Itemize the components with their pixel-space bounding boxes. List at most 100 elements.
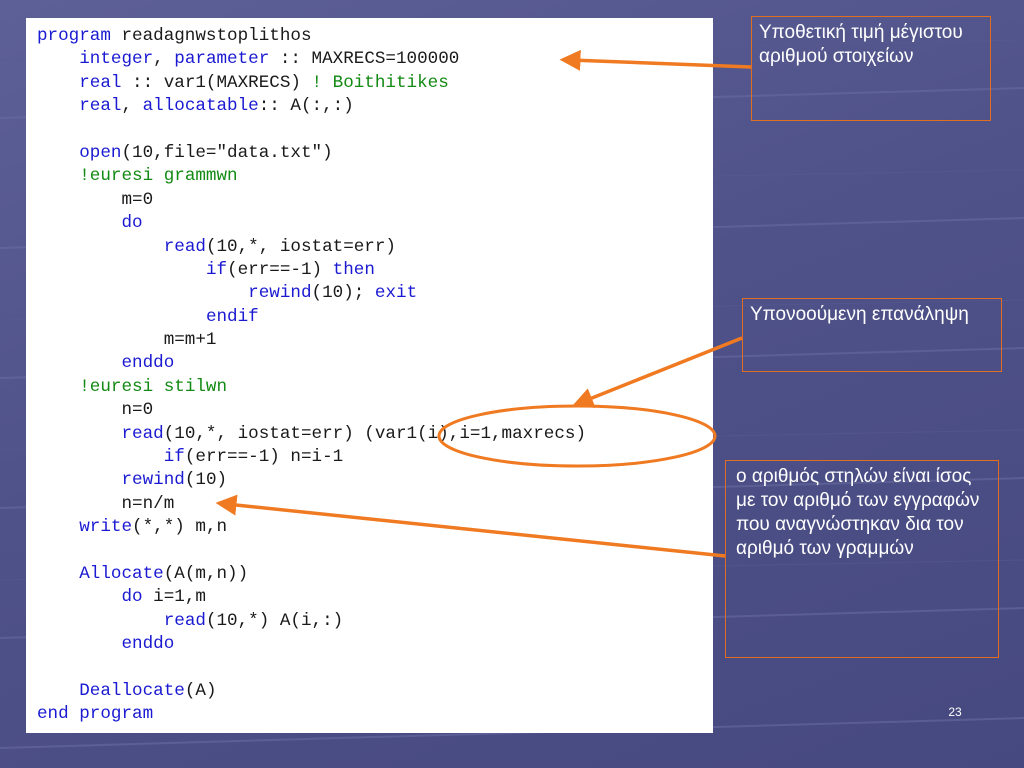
code-keyword: Deallocate xyxy=(79,680,185,701)
code-line: read(10,*) A(i,:) xyxy=(37,610,713,633)
code-line: enddo xyxy=(37,352,713,375)
code-line xyxy=(37,540,713,563)
code-line xyxy=(37,119,713,142)
code-text xyxy=(37,283,248,303)
code-comment: !euresi grammwn xyxy=(79,166,238,187)
code-keyword: open xyxy=(79,142,122,163)
code-line: do i=1,m xyxy=(37,586,713,609)
code-keyword: integer xyxy=(79,49,154,70)
code-line: if(err==-1) n=i-1 xyxy=(37,446,713,469)
code-text: n=n/m xyxy=(37,493,175,514)
code-line: real :: var1(MAXRECS) ! Boithitikes xyxy=(37,72,713,95)
code-text: :: MAXRECS=100000 xyxy=(269,49,460,70)
code-keyword: parameter xyxy=(174,49,270,70)
code-text xyxy=(37,166,79,186)
code-keyword: read xyxy=(163,236,206,257)
callout-column-count: ο αριθμός στηλών είναι ίσος με τον αριθμ… xyxy=(725,460,999,658)
code-text: readagnwstoplithos xyxy=(110,26,312,46)
code-text xyxy=(37,611,164,631)
code-text xyxy=(37,213,121,233)
code-line: enddo xyxy=(37,633,713,656)
code-keyword: read xyxy=(163,610,206,631)
code-line: read(10,*, iostat=err) xyxy=(37,236,713,259)
code-line: !euresi stilwn xyxy=(37,376,713,399)
code-keyword: real xyxy=(79,72,122,93)
code-line xyxy=(37,657,713,680)
code-text: (10); xyxy=(311,283,375,304)
code-keyword: enddo xyxy=(121,353,175,374)
code-line: integer, parameter :: MAXRECS=100000 xyxy=(37,48,713,71)
code-text: :: var1(MAXRECS) xyxy=(121,72,312,93)
code-text: (10,file="data.txt") xyxy=(121,142,333,163)
code-text xyxy=(37,564,79,584)
code-text: (10,*, iostat=err) (var1(i),i=1,maxrecs) xyxy=(163,423,587,444)
code-comment: ! Boithitikes xyxy=(311,72,449,93)
code-line: do xyxy=(37,212,713,235)
code-text: (10,*, iostat=err) xyxy=(205,236,396,257)
code-text: m=m+1 xyxy=(37,330,217,351)
code-keyword: do xyxy=(121,213,143,234)
code-keyword: exit xyxy=(374,283,418,304)
code-text xyxy=(37,143,79,163)
code-keyword: enddo xyxy=(121,634,175,655)
code-text: i=1,m xyxy=(142,587,206,608)
callout-max-elements: Υποθετική τιμή μέγιστου αριθμού στοιχείω… xyxy=(751,16,991,121)
code-text xyxy=(37,447,164,467)
code-line: program readagnwstoplithos xyxy=(37,25,713,48)
code-text xyxy=(37,73,79,93)
page-number: 23 xyxy=(948,705,962,719)
code-text xyxy=(37,681,79,701)
code-text xyxy=(37,634,121,654)
code-keyword: then xyxy=(332,259,375,280)
code-line: read(10,*, iostat=err) (var1(i),i=1,maxr… xyxy=(37,423,713,446)
code-keyword: Allocate xyxy=(79,563,164,584)
code-text xyxy=(37,587,121,607)
code-line: endif xyxy=(37,306,713,329)
code-keyword: end program xyxy=(37,704,154,725)
code-keyword: read xyxy=(121,423,164,444)
code-panel: program readagnwstoplithos integer, para… xyxy=(26,18,713,733)
code-text xyxy=(37,260,206,280)
code-text xyxy=(37,470,121,490)
code-keyword: allocatable xyxy=(142,96,259,117)
code-line: rewind(10); exit xyxy=(37,282,713,305)
code-text xyxy=(37,517,79,537)
code-line: if(err==-1) then xyxy=(37,259,713,282)
code-line: rewind(10) xyxy=(37,469,713,492)
code-text xyxy=(37,424,121,444)
code-text xyxy=(37,307,206,327)
code-line: Deallocate(A) xyxy=(37,680,713,703)
code-keyword: rewind xyxy=(248,283,312,304)
code-line: end program xyxy=(37,703,713,726)
code-text: n=0 xyxy=(37,400,154,421)
code-line: !euresi grammwn xyxy=(37,165,713,188)
code-keyword: endif xyxy=(205,306,259,327)
code-text xyxy=(37,353,121,373)
code-keyword: real xyxy=(79,96,122,117)
code-line: open(10,file="data.txt") xyxy=(37,142,713,165)
code-text: (10) xyxy=(184,470,228,491)
code-text xyxy=(37,237,164,257)
code-line: m=0 xyxy=(37,189,713,212)
code-text: (10,*) A(i,:) xyxy=(205,610,344,631)
code-text: :: A(:,:) xyxy=(258,96,354,117)
code-text xyxy=(37,377,79,397)
code-text xyxy=(37,49,79,69)
code-text: (*,*) m,n xyxy=(132,517,228,538)
code-line: n=0 xyxy=(37,399,713,422)
code-line: m=m+1 xyxy=(37,329,713,352)
code-text: , xyxy=(153,49,175,70)
code-keyword: do xyxy=(121,587,143,608)
callout-implied-loop: Υπονοούμενη επανάληψη xyxy=(742,298,1002,372)
code-comment: !euresi stilwn xyxy=(79,376,228,397)
code-keyword: program xyxy=(37,26,111,46)
code-keyword: if xyxy=(163,447,185,468)
code-text: , xyxy=(121,96,143,117)
code-text: (A) xyxy=(184,680,217,701)
code-line: Allocate(A(m,n)) xyxy=(37,563,713,586)
code-line: write(*,*) m,n xyxy=(37,516,713,539)
code-text: (err==-1) n=i-1 xyxy=(184,447,344,468)
code-text: (A(m,n)) xyxy=(163,563,249,584)
code-line: n=n/m xyxy=(37,493,713,516)
code-text xyxy=(37,96,79,116)
